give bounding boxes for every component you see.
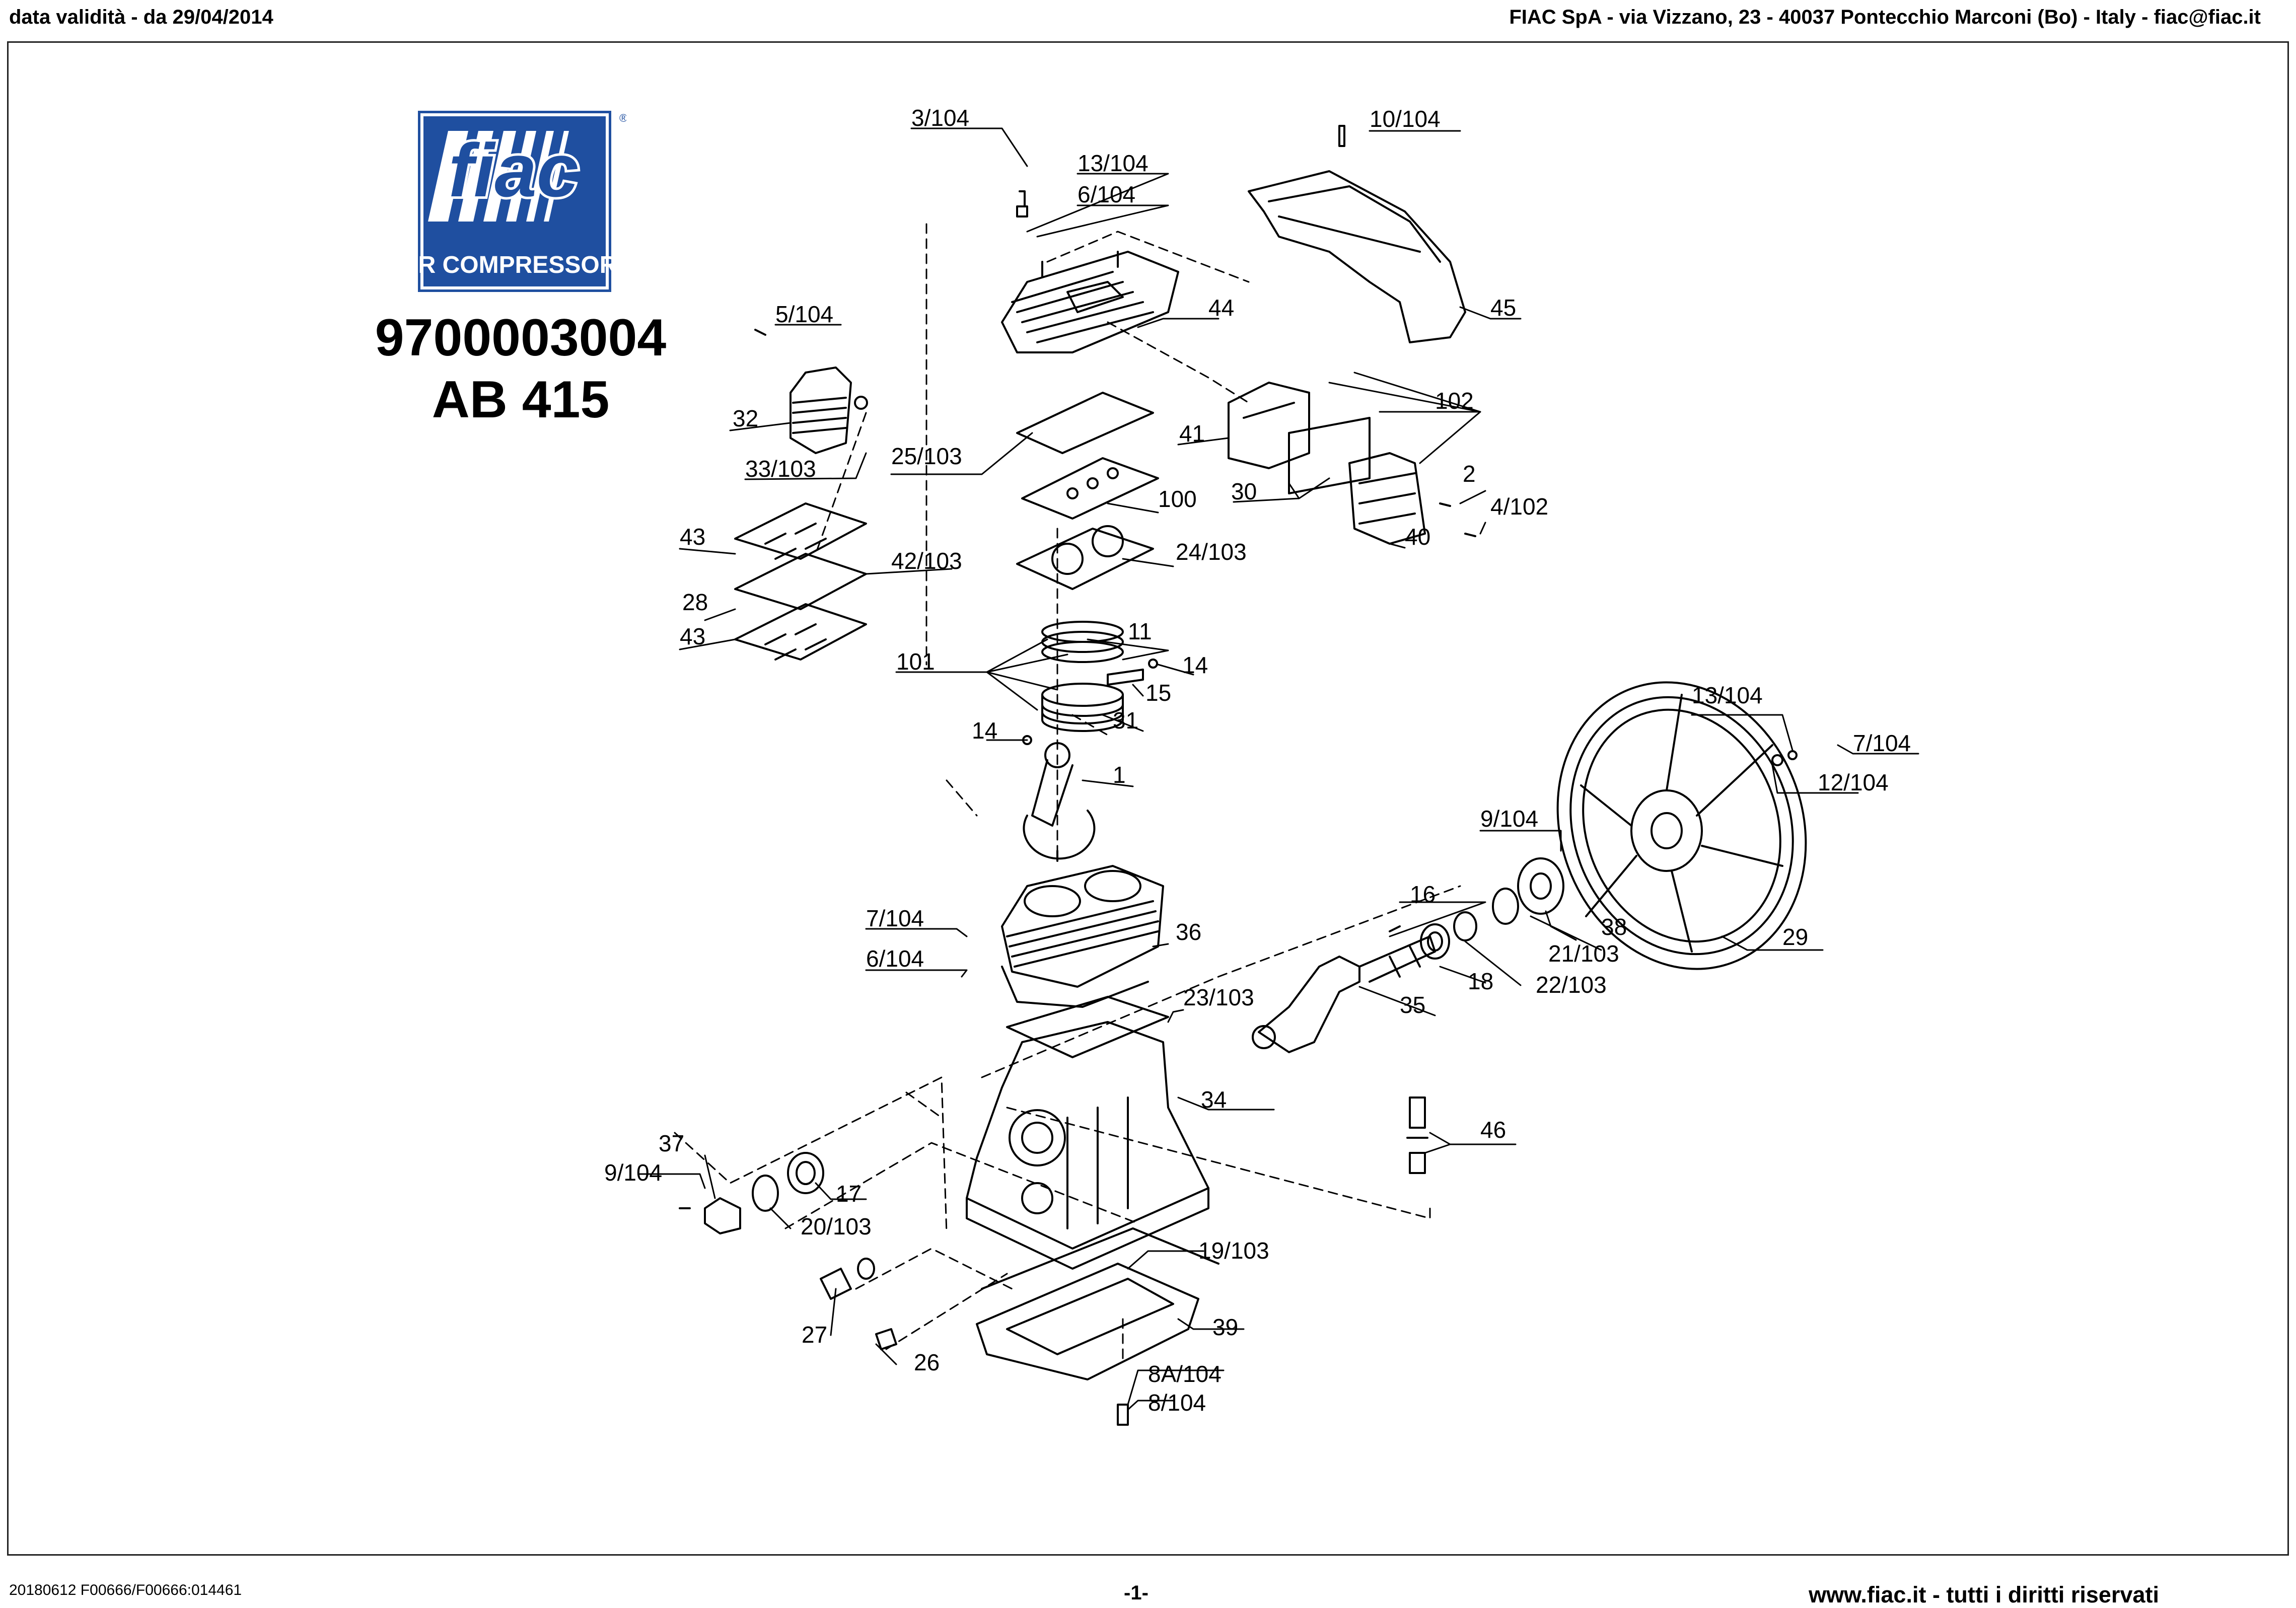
callout-8-104: 8/104 — [1148, 1390, 1206, 1416]
product-model: AB 415 — [432, 371, 610, 429]
callout-30: 30 — [1231, 478, 1257, 504]
callout-27: 27 — [802, 1322, 827, 1348]
callout-34: 34 — [1201, 1086, 1227, 1113]
logo-tagline: AIR COMPRESSORS — [418, 252, 626, 278]
callout-39: 39 — [1212, 1314, 1238, 1340]
callout-32: 32 — [733, 405, 758, 431]
callout-26: 26 — [914, 1349, 940, 1375]
callout-6-104-cyl: 6/104 — [866, 945, 924, 972]
callout-46: 46 — [1480, 1117, 1506, 1143]
callout-20-103: 20/103 — [801, 1213, 872, 1239]
callout-17: 17 — [836, 1181, 862, 1207]
callout-4-102: 4/102 — [1490, 493, 1548, 520]
callout-15: 15 — [1145, 680, 1171, 706]
callout-2: 2 — [1463, 461, 1476, 487]
callout-42-103: 42/103 — [891, 548, 962, 574]
callout-6-104: 6/104 — [1078, 181, 1135, 207]
callout-43-lower: 43 — [680, 623, 705, 649]
valve-plate-stack — [1016, 392, 1159, 590]
callout-40: 40 — [1405, 524, 1430, 550]
callout-9-104-rear: 9/104 — [604, 1159, 662, 1186]
footer-document-ref: 20180612 F00666/F00666:014461 — [9, 1582, 242, 1598]
callout-19-103: 19/103 — [1198, 1237, 1269, 1264]
logo-wordmark: fiac — [449, 128, 579, 212]
callout-3-104: 3/104 — [911, 105, 969, 131]
bottom-cover — [976, 1227, 1219, 1380]
callout-41: 41 — [1179, 420, 1205, 447]
callout-44: 44 — [1208, 295, 1234, 321]
header-company-address: FIAC SpA - via Vizzano, 23 - 40037 Ponte… — [1509, 6, 2261, 28]
callout-35: 35 — [1400, 992, 1425, 1018]
product-code: 9700003004 — [375, 309, 667, 367]
cylinder-block — [1001, 865, 1164, 1008]
callout-25-103: 25/103 — [891, 443, 962, 469]
callout-43: 43 — [680, 524, 705, 550]
callout-24-103: 24/103 — [1176, 539, 1247, 565]
callout-28: 28 — [682, 589, 708, 615]
callout-29: 29 — [1782, 924, 1808, 950]
callout-100: 100 — [1158, 486, 1197, 512]
callout-23-103: 23/103 — [1183, 984, 1254, 1010]
connecting-rod — [1023, 742, 1096, 862]
callout-12-104: 12/104 — [1818, 769, 1889, 795]
footer-page-number: -1- — [1124, 1582, 1149, 1604]
callout-14: 14 — [1182, 652, 1208, 678]
piston-group — [1022, 621, 1158, 745]
callout-10-104: 10/104 — [1370, 106, 1441, 132]
callout-1: 1 — [1113, 762, 1126, 788]
flywheel-pulley — [1556, 681, 1807, 970]
callout-11: 11 — [1128, 618, 1152, 644]
valve-box — [1228, 382, 1476, 545]
svg-text:®: ® — [619, 112, 626, 124]
leader-lines — [638, 127, 1919, 1411]
callout-13-104: 13/104 — [1078, 150, 1149, 176]
callout-31: 31 — [1113, 707, 1138, 734]
crankshaft — [1252, 935, 1436, 1053]
callout-18: 18 — [1468, 968, 1493, 994]
drawing-frame — [7, 41, 2289, 1556]
header-validity-date: data validità - da 29/04/2014 — [9, 6, 273, 28]
cylinder-head — [1001, 251, 1179, 353]
callout-33-103: 33/103 — [745, 456, 816, 482]
footer-website-link[interactable]: www.fiac.it - tutti i diritti riservati — [1809, 1582, 2159, 1607]
callout-21-103: 21/103 — [1548, 940, 1619, 967]
callout-5-104: 5/104 — [775, 301, 833, 327]
callout-36: 36 — [1176, 919, 1201, 945]
intake-manifold — [754, 329, 868, 454]
fiac-logo: fiac AIR COMPRESSORS ® — [418, 111, 626, 292]
bearings-and-seals — [1389, 857, 1564, 960]
callout-9-104: 9/104 — [1480, 806, 1538, 832]
callout-14-lower: 14 — [972, 717, 997, 744]
callout-45: 45 — [1490, 295, 1516, 321]
callout-102: 102 — [1435, 388, 1474, 414]
small-parts — [679, 125, 1428, 1426]
fan-cover — [1248, 170, 1466, 343]
callout-7-104-cyl: 7/104 — [866, 905, 924, 931]
callout-22-103: 22/103 — [1536, 972, 1607, 998]
callout-101: 101 — [896, 648, 935, 675]
callout-16: 16 — [1410, 881, 1436, 907]
callout-13-104-pulley: 13/104 — [1692, 682, 1763, 708]
callout-8A-104: 8A/104 — [1148, 1361, 1222, 1387]
crankcase — [966, 996, 1209, 1270]
left-valve-plates — [734, 502, 867, 661]
callout-38: 38 — [1601, 914, 1627, 940]
callout-7-104: 7/104 — [1853, 730, 1911, 756]
callout-37: 37 — [659, 1130, 684, 1156]
